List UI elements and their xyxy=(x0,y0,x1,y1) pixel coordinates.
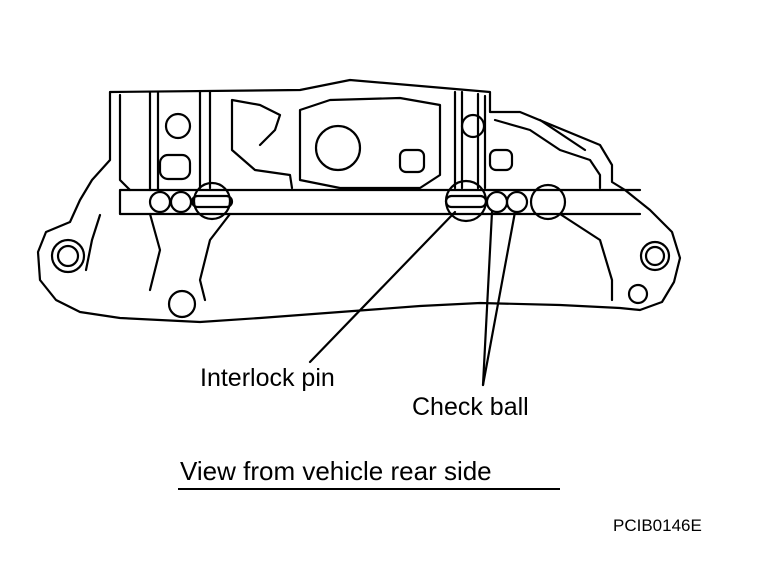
lower-wall xyxy=(84,212,614,302)
port-slot xyxy=(398,148,426,174)
inner-cavity-center xyxy=(298,96,442,190)
check-ball-label: Check ball xyxy=(412,393,529,421)
inner-wall-left xyxy=(118,90,212,192)
check-ball xyxy=(529,183,567,221)
view-caption: View from vehicle rear side xyxy=(180,456,492,486)
check-ball xyxy=(169,190,193,214)
bolt-hole xyxy=(627,283,649,305)
view-caption-underline xyxy=(178,488,560,490)
interlock-pin xyxy=(444,194,488,209)
port-slot xyxy=(488,148,514,172)
check-ball xyxy=(192,181,232,221)
check-ball xyxy=(505,190,529,214)
passage-channel xyxy=(118,188,642,216)
inner-cavity-left xyxy=(230,98,294,190)
bolt-hole xyxy=(167,289,197,319)
leader-line-interlock xyxy=(308,210,457,364)
check-ball xyxy=(148,190,172,214)
bolt-hole xyxy=(164,112,192,140)
interlock-pin xyxy=(190,194,234,209)
inner-cavity-right xyxy=(493,118,602,190)
bolt-hole xyxy=(639,240,671,272)
port-slot xyxy=(158,153,192,181)
valve-body-outline xyxy=(36,78,682,324)
inner-wall-right xyxy=(453,90,487,190)
bolt-hole xyxy=(50,238,86,274)
bolt-hole xyxy=(314,124,362,172)
bolt-hole xyxy=(644,245,666,267)
interlock-pin-label: Interlock pin xyxy=(200,364,335,392)
bolt-hole xyxy=(460,113,486,139)
bolt-hole xyxy=(56,244,80,268)
leader-line-checkball xyxy=(481,210,494,387)
leader-line-checkball xyxy=(481,210,517,387)
check-ball xyxy=(485,190,509,214)
figure-code: PCIB0146E xyxy=(613,516,702,535)
